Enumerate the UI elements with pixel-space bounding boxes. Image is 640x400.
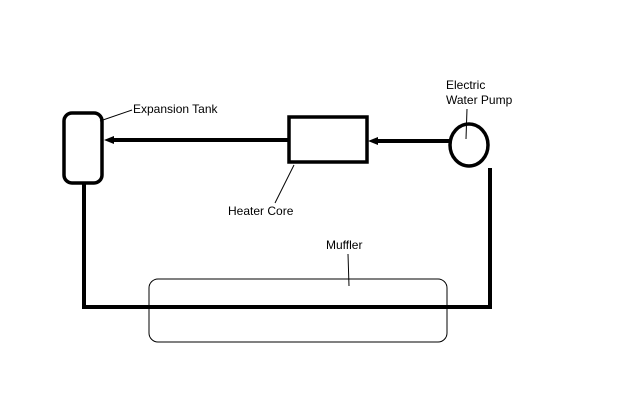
heater-core xyxy=(287,115,369,164)
heater-core-label: Heater Core xyxy=(228,204,294,218)
expansion-tank-label: Expansion Tank xyxy=(133,102,219,116)
pump-label-line2: Water Pump xyxy=(446,93,513,107)
expansion-tank xyxy=(62,111,104,185)
muffler-leader xyxy=(347,253,350,287)
muffler-outline xyxy=(148,278,448,343)
muffler-label: Muffler xyxy=(326,238,362,252)
flow-arrow-left xyxy=(104,136,114,144)
heater-core-leader xyxy=(274,164,295,204)
pump-leader xyxy=(465,108,468,140)
pump-label-line1: Electric xyxy=(446,78,485,92)
electric-water-pump xyxy=(448,122,490,168)
flow-arrow-into-heater xyxy=(368,137,378,145)
expansion-tank-leader xyxy=(99,109,133,122)
